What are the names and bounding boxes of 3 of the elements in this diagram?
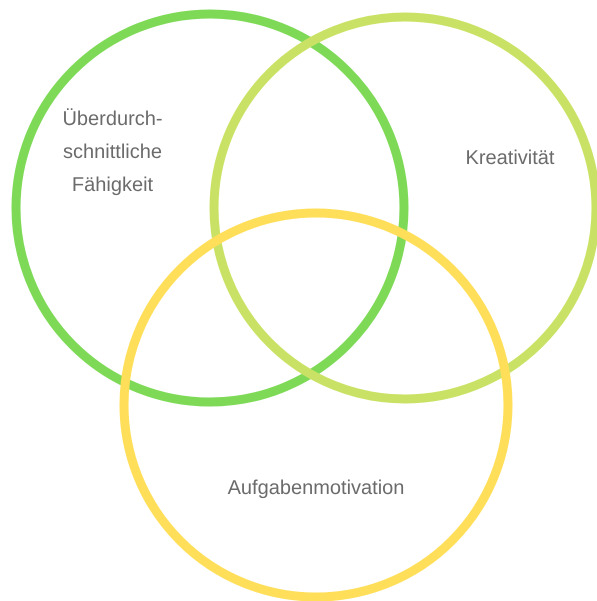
- circle-label: Überdurch- schnittliche Fähigkeit: [61, 107, 164, 198]
- circle-label: Kreativität: [464, 146, 556, 171]
- circle-label: Aufgabenmotivation: [226, 476, 406, 501]
